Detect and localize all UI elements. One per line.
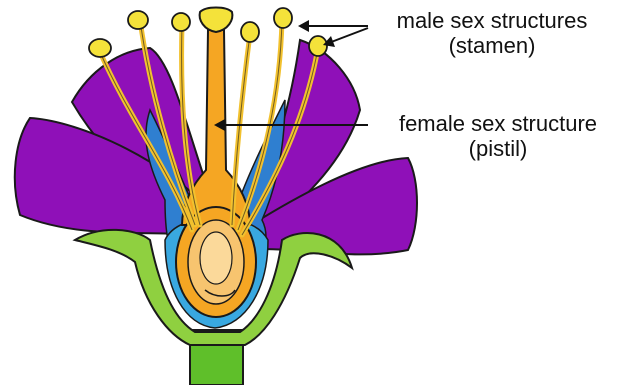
pistil-stigma xyxy=(200,8,233,33)
female-label-line2: (pistil) xyxy=(372,136,624,161)
male-label-line1: male sex structures xyxy=(372,8,612,33)
anther-5 xyxy=(274,8,292,28)
female-label-line1: female sex structure xyxy=(372,111,624,136)
male-arrowhead-1 xyxy=(298,20,309,32)
male-label-line2: (stamen) xyxy=(372,33,612,58)
ovule-inner xyxy=(200,232,232,284)
anther-6 xyxy=(309,36,327,56)
male-structures-label: male sex structures (stamen) xyxy=(372,8,612,58)
anther-4 xyxy=(241,22,259,42)
anther-1 xyxy=(89,39,111,57)
anther-3 xyxy=(172,13,190,31)
female-structure-label: female sex structure (pistil) xyxy=(372,111,624,161)
anther-2 xyxy=(128,11,148,29)
